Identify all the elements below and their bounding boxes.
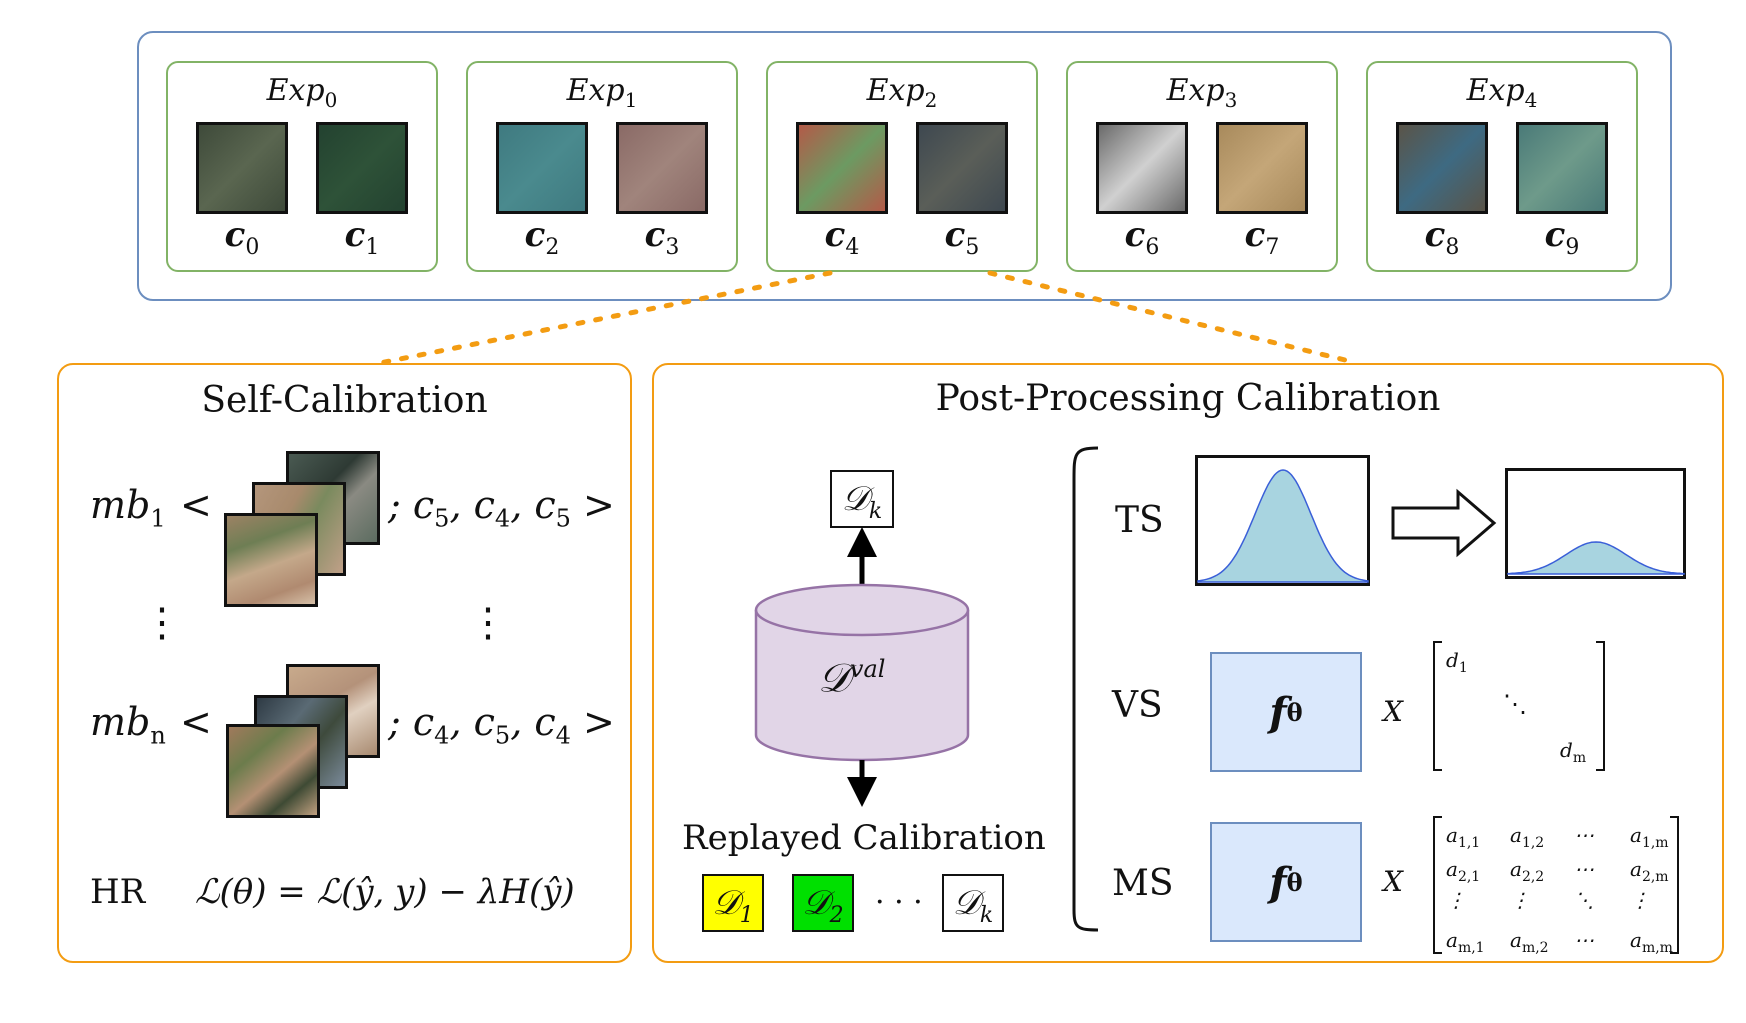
- ts-arrow: [1391, 488, 1497, 558]
- dk-top-box: 𝒟k: [830, 470, 894, 528]
- class-thumbnail: [1096, 122, 1188, 214]
- ms-matrix-entry: am,1: [1446, 928, 1485, 956]
- connector-left: [372, 270, 833, 367]
- replayed-buffer-k: 𝒟k: [942, 874, 1004, 932]
- ms-times: X: [1383, 865, 1403, 898]
- self-calibration-title: Self-Calibration: [201, 380, 488, 421]
- experiences-container: [137, 31, 1672, 301]
- minibatch-n-label: mbn: [90, 700, 166, 750]
- stack-image-front: [226, 724, 320, 818]
- class-thumbnail: [1396, 122, 1488, 214]
- dval-label: 𝒟val: [818, 655, 886, 702]
- class-label: c2: [524, 215, 560, 260]
- ms-matrix-entry: a1,1: [1446, 823, 1481, 851]
- class-label: c6: [1124, 215, 1160, 260]
- ts-curve-smooth: [1505, 468, 1686, 579]
- ms-matrix-entry: ⋮: [1510, 888, 1530, 912]
- ms-matrix-entry: ⋮: [1446, 888, 1466, 912]
- experience-2: Exp2 c4 c5: [766, 61, 1038, 272]
- minibatch-1-open: <: [180, 483, 212, 527]
- experience-1: Exp1 c2 c3: [466, 61, 738, 272]
- experience-title: Exp2: [866, 73, 938, 112]
- stack-image-front: [224, 513, 318, 607]
- ms-matrix-entry: ⋯: [1574, 928, 1594, 952]
- replayed-calibration-label: Replayed Calibration: [682, 818, 1046, 858]
- minibatch-n-image-stack: [222, 664, 382, 824]
- vs-times: X: [1383, 695, 1403, 728]
- validation-cylinder: [754, 527, 970, 807]
- ms-matrix-entry: a1,2: [1510, 823, 1545, 851]
- hr-label: HR: [90, 872, 146, 912]
- vs-diagonal-matrix-brackets: [1433, 641, 1605, 771]
- minibatch-n-open: <: [180, 700, 212, 744]
- vs-label: VS: [1112, 685, 1163, 726]
- ms-matrix-entry: ⋮: [1630, 888, 1650, 912]
- hr-loss-formula: ℒ(θ) = ℒ(ŷ, y) − λH(ŷ): [195, 872, 575, 912]
- ms-matrix-entry: ⋱: [1574, 888, 1594, 912]
- ms-matrix-entry: am,2: [1510, 928, 1549, 956]
- ms-label: MS: [1112, 863, 1174, 904]
- experience-title: Exp3: [1166, 73, 1238, 112]
- ms-matrix-entry: ⋯: [1574, 823, 1594, 847]
- minibatch-1-sequence: ; c5, c4, c5 >: [388, 483, 615, 533]
- experience-title: Exp1: [566, 73, 638, 112]
- class-label: c3: [644, 215, 680, 260]
- class-label: c1: [344, 215, 380, 260]
- class-label: c7: [1244, 215, 1280, 260]
- self-calibration-panel: [57, 363, 632, 963]
- class-label: c0: [224, 215, 260, 260]
- class-label: c5: [944, 215, 980, 260]
- minibatch-1-label: mb1: [90, 483, 166, 533]
- ms-matrix-entry: a2,2: [1510, 857, 1545, 885]
- methods-bracket: [1072, 446, 1099, 932]
- ts-curve-sharp: [1195, 455, 1370, 586]
- class-label: c8: [1424, 215, 1460, 260]
- vdots-right: ⋮: [468, 600, 508, 646]
- cylinder-top: [754, 583, 970, 637]
- class-label: c9: [1544, 215, 1580, 260]
- ms-matrix-entry: ⋯: [1574, 857, 1594, 881]
- replayed-buffer-2: 𝒟2: [792, 874, 854, 932]
- class-thumbnail: [1516, 122, 1608, 214]
- class-label: c4: [824, 215, 860, 260]
- ms-matrix-entry: a2,1: [1446, 857, 1481, 885]
- class-thumbnail: [1216, 122, 1308, 214]
- minibatch-1-image-stack: [222, 451, 382, 611]
- class-thumbnail: [616, 122, 708, 214]
- class-thumbnail: [796, 122, 888, 214]
- ms-matrix-entry: am,m: [1630, 928, 1673, 956]
- class-thumbnail: [316, 122, 408, 214]
- post-processing-title: Post-Processing Calibration: [935, 378, 1441, 419]
- experience-0: Exp0 c0 c1: [166, 61, 438, 272]
- ts-label: TS: [1115, 500, 1164, 541]
- ms-matrix-entry: a1,m: [1630, 823, 1669, 851]
- experience-title: Exp0: [266, 73, 338, 112]
- ms-matrix-entry: a2,m: [1630, 857, 1669, 885]
- experience-title: Exp4: [1466, 73, 1538, 112]
- cylinder-body: [754, 610, 970, 762]
- minibatch-n-sequence: ; c4, c5, c4 >: [388, 700, 615, 750]
- class-thumbnail: [496, 122, 588, 214]
- vs-matrix-d1: d1: [1446, 648, 1468, 676]
- replayed-dots: · · ·: [875, 885, 923, 920]
- experience-4: Exp4 c8 c9: [1366, 61, 1638, 272]
- experience-3: Exp3 c6 c7: [1066, 61, 1338, 272]
- ms-full-matrix-brackets: [1433, 816, 1679, 954]
- vdots-left: ⋮: [142, 600, 182, 646]
- post-processing-panel: [652, 363, 1724, 963]
- vs-matrix-dm: dm: [1560, 738, 1587, 766]
- connector-right: [987, 270, 1348, 363]
- class-thumbnail: [916, 122, 1008, 214]
- vs-matrix-ddots: ⋱: [1503, 690, 1527, 718]
- replayed-buffer-1: 𝒟1: [702, 874, 764, 932]
- class-thumbnail: [196, 122, 288, 214]
